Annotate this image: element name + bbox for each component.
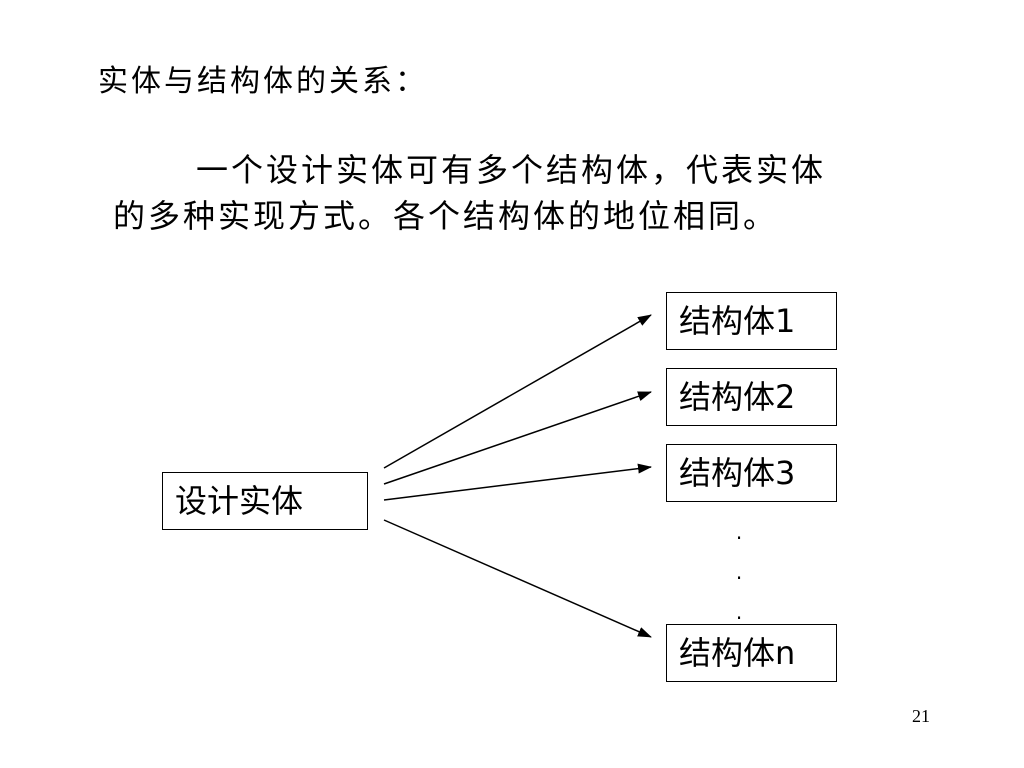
arrow-to-structure-1 <box>383 314 652 469</box>
design-entity-label: 设计实体 <box>175 482 304 520</box>
structure-label-3: 结构体3 <box>679 454 796 492</box>
arrow-to-structure-2 <box>383 391 652 485</box>
ellipsis-dots: . . . <box>724 512 754 632</box>
structure-label-2: 结构体2 <box>679 378 796 416</box>
structure-box-n: 结构体n <box>666 624 837 682</box>
structure-box-2: 结构体2 <box>666 368 837 426</box>
ellipsis-dot-3: . <box>735 600 743 624</box>
paragraph-line-1: 一个设计实体可有多个结构体，代表实体 <box>196 151 827 189</box>
ellipsis-dot-2: . <box>735 560 743 584</box>
ellipsis-dot-1: . <box>735 520 743 544</box>
arrow-to-structure-3 <box>383 463 652 501</box>
structure-box-1: 结构体1 <box>666 292 837 350</box>
page-number: 21 <box>912 706 930 726</box>
structure-label-n: 结构体n <box>679 634 796 672</box>
structure-box-3: 结构体3 <box>666 444 837 502</box>
paragraph-line-2: 的多种实现方式。各个结构体的地位相同。 <box>113 197 779 235</box>
slide-title: 实体与结构体的关系： <box>98 64 428 99</box>
arrow-to-structure-n <box>383 519 652 638</box>
design-entity-box: 设计实体 <box>162 472 368 530</box>
structure-label-1: 结构体1 <box>679 302 796 340</box>
